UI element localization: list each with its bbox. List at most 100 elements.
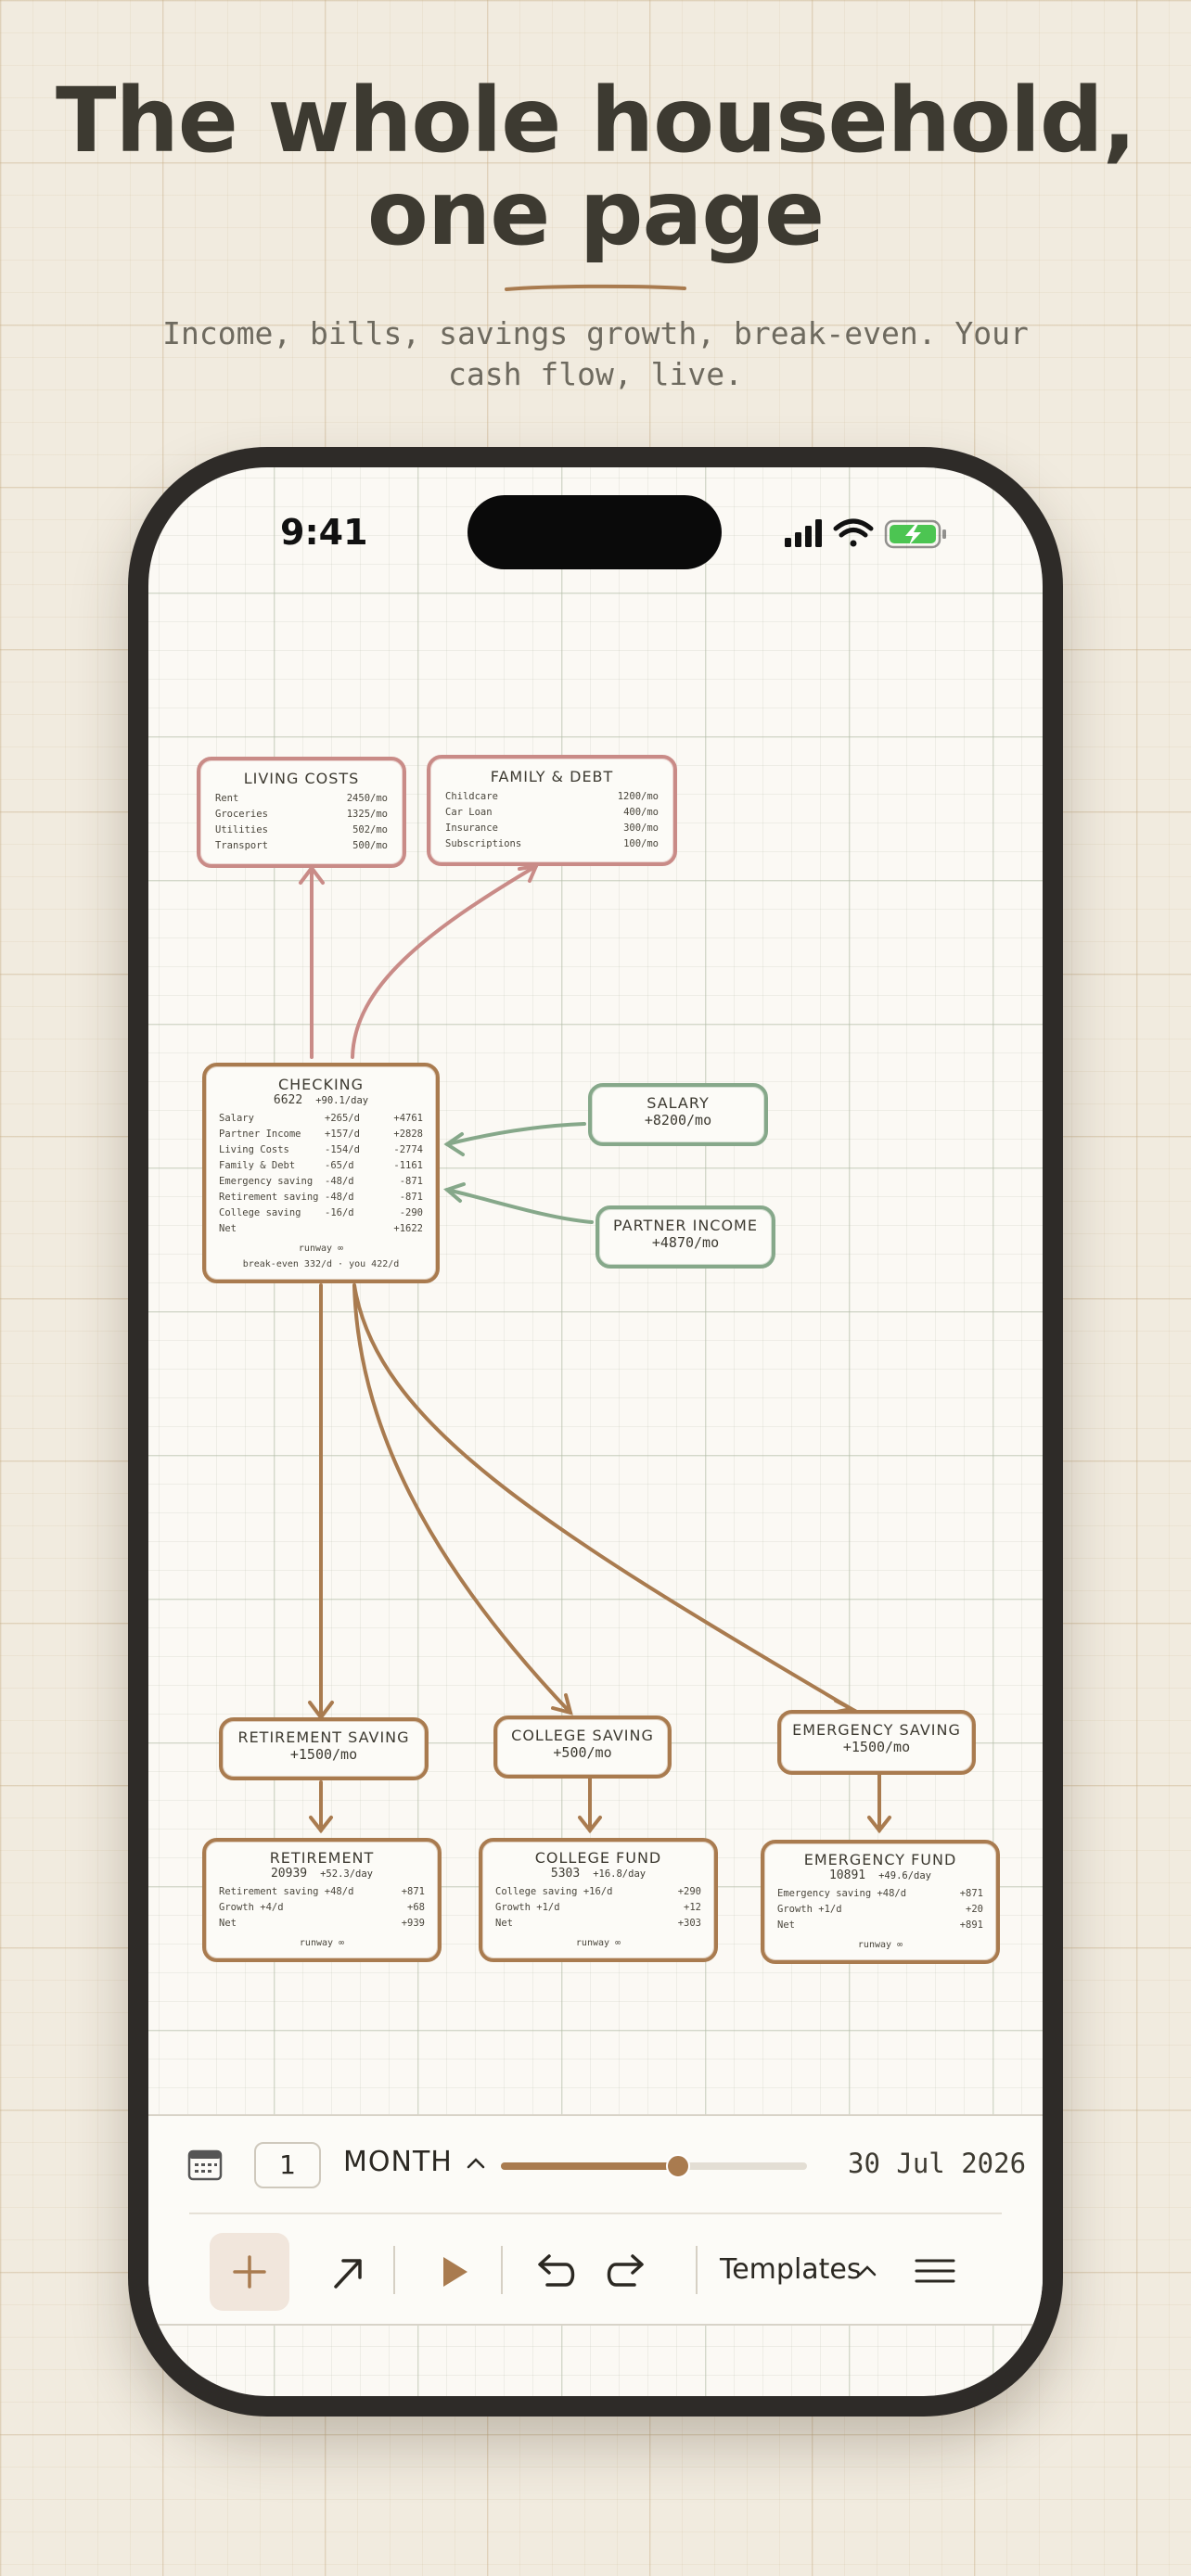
node-amount: +4870/mo [651, 1234, 720, 1251]
undo-icon [538, 2254, 575, 2287]
breakeven-text: break-even 332/d · you 422/d [242, 1259, 400, 1269]
step-unit-select[interactable]: MONTH [343, 2146, 453, 2178]
play-button[interactable] [417, 2233, 488, 2311]
node-title: SALARY [647, 1094, 710, 1112]
runway-text: runway ∞ [857, 1940, 903, 1950]
arrow-partner-income-to-checking [443, 1182, 594, 1224]
node-amount: +500/mo [553, 1744, 612, 1761]
flow-connections [299, 863, 891, 1834]
node-amount: +8200/mo [644, 1112, 712, 1129]
cellular-signal-icon [785, 519, 822, 547]
chevron-up-icon[interactable] [466, 2157, 486, 2170]
node-title: EMERGENCY SAVING [792, 1721, 961, 1739]
table-row: Net+891 [777, 1919, 983, 1931]
account-balance: 5303+16.8/day [550, 1867, 647, 1881]
node-retirement-saving[interactable]: RETIREMENT SAVING +1500/mo [219, 1717, 429, 1780]
toolbar-divider [189, 2213, 1002, 2214]
arrow-college-saving-to-college-fund [578, 1777, 602, 1834]
runway-text: runway ∞ [298, 1243, 344, 1254]
calendar-icon[interactable] [187, 2148, 223, 2183]
node-title: PARTNER INCOME [613, 1217, 758, 1234]
node-emergency-saving[interactable]: EMERGENCY SAVING +1500/mo [777, 1710, 976, 1775]
table-row: Emergency saving-48/d-871 [219, 1176, 423, 1187]
node-title: CHECKING [277, 1076, 365, 1093]
timeline-thumb[interactable] [666, 2154, 691, 2178]
table-row: Partner Income+157/d+2828 [219, 1129, 423, 1140]
arrow-checking-to-retirement-saving [308, 1283, 334, 1721]
table-row: Net+303 [495, 1918, 701, 1929]
connect-arrow-button[interactable] [315, 2233, 380, 2311]
toolbar-separator [696, 2246, 698, 2294]
timeline-slider[interactable] [501, 2151, 807, 2179]
status-time: 9:41 [280, 512, 368, 553]
table-row: Net+939 [219, 1918, 425, 1929]
dynamic-island [467, 495, 722, 569]
redo-icon [607, 2254, 644, 2287]
redo-button[interactable] [597, 2233, 662, 2311]
title-underline [505, 284, 686, 291]
hero-title: The whole household, one page [0, 74, 1191, 260]
table-row: Living Costs-154/d-2774 [219, 1144, 423, 1155]
node-college-fund[interactable]: COLLEGE FUND 5303+16.8/day College savin… [479, 1838, 718, 1962]
arrow-checking-to-emergency-saving [352, 1283, 857, 1715]
table-row: Salary+265/d+4761 [219, 1113, 423, 1124]
hero-subtitle: Income, bills, savings growth, break-eve… [162, 315, 1029, 392]
hero-title-line-1: The whole household, [55, 69, 1136, 172]
plus-icon [233, 2255, 266, 2289]
table-row: Growth +4/d+68 [219, 1902, 425, 1913]
arrow-salary-to-checking [443, 1122, 586, 1156]
node-salary[interactable]: SALARY +8200/mo [588, 1083, 768, 1146]
hamburger-menu-icon[interactable] [913, 2255, 957, 2287]
app-screen: 9:41 [148, 467, 1043, 2396]
templates-menu-button[interactable]: Templates [720, 2253, 862, 2286]
chevron-up-icon[interactable] [857, 2264, 877, 2277]
arrow-checking-to-college-saving [352, 1283, 573, 1715]
arrow-checking-to-living-costs [299, 864, 325, 1059]
node-college-saving[interactable]: COLLEGE SAVING +500/mo [493, 1715, 672, 1779]
add-node-button[interactable] [210, 2233, 289, 2311]
step-count-input[interactable]: 1 [254, 2142, 321, 2188]
wifi-icon [833, 518, 874, 547]
account-balance: 10891+49.6/day [828, 1868, 932, 1882]
timeline-fill [501, 2162, 679, 2170]
runway-text: runway ∞ [299, 1938, 345, 1948]
arrow-up-right-icon [334, 2259, 362, 2289]
node-amount: +1500/mo [842, 1739, 911, 1755]
arrow-emergency-saving-to-emergency-fund [867, 1773, 891, 1834]
node-partner-income[interactable]: PARTNER INCOME +4870/mo [596, 1205, 775, 1269]
current-date: 30 Jul 2026 [848, 2148, 1027, 2179]
table-row: Family & Debt-65/d-1161 [219, 1160, 423, 1171]
table-row: Growth +1/d+20 [777, 1904, 983, 1915]
toolbar-separator [393, 2246, 395, 2294]
undo-button[interactable] [519, 2233, 584, 2311]
table-row: College saving +16/d+290 [495, 1886, 701, 1897]
node-checking[interactable]: CHECKING 6622+90.1/day Salary+265/d+4761… [202, 1063, 440, 1283]
node-title: RETIREMENT SAVING [237, 1728, 410, 1746]
bottom-toolbar: 1 MONTH 30 Jul 2026 [148, 2114, 1043, 2326]
table-row: Emergency saving +48/d+871 [777, 1888, 983, 1899]
runway-text: runway ∞ [575, 1938, 621, 1948]
table-row: College saving-16/d-290 [219, 1207, 423, 1218]
node-emergency-fund[interactable]: EMERGENCY FUND 10891+49.6/day Emergency … [761, 1840, 1000, 1964]
table-row: Net+1622 [219, 1223, 423, 1234]
table-row: Growth +1/d+12 [495, 1902, 701, 1913]
node-amount: +1500/mo [289, 1746, 358, 1763]
node-title: RETIREMENT [269, 1849, 375, 1867]
battery-charging-icon [884, 519, 946, 549]
play-icon [443, 2257, 467, 2287]
arrow-retirement-saving-to-retirement [309, 1780, 333, 1834]
status-icons [785, 518, 946, 549]
node-retirement[interactable]: RETIREMENT 20939+52.3/day Retirement sav… [202, 1838, 442, 1962]
hero-title-line-2: one page [366, 161, 825, 265]
table-row: Retirement saving-48/d-871 [219, 1192, 423, 1203]
node-title: COLLEGE FUND [534, 1849, 662, 1867]
node-title: FAMILY & DEBT [490, 768, 614, 785]
